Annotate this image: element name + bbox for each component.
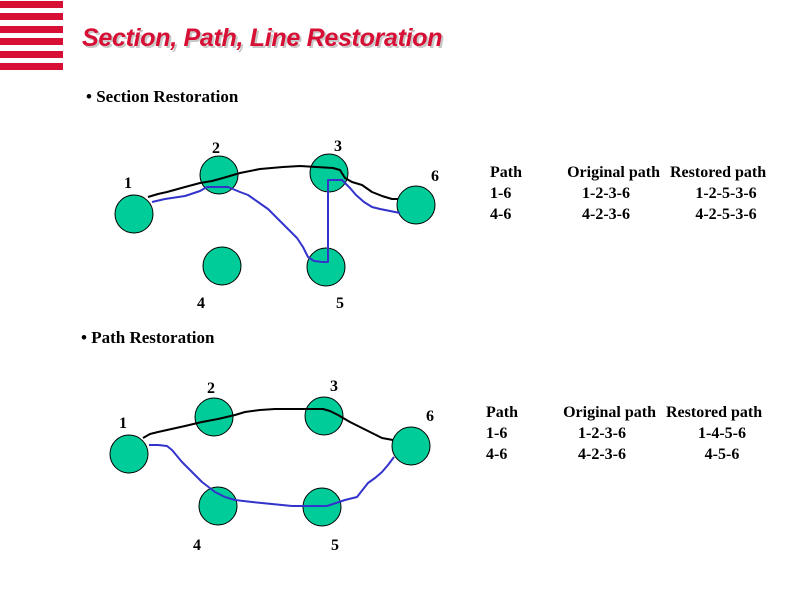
header-original-path: Original path: [563, 404, 656, 421]
header-original-path: Original path: [567, 164, 660, 181]
header-restored-path: Restored path: [666, 404, 763, 421]
original-path-line: [142, 408, 394, 441]
node-6: [396, 185, 436, 225]
table-row: 1-6 1-2-3-6 1-4-5-6: [486, 423, 778, 444]
table-row: 4-6 4-2-3-6 4-2-5-3-6: [490, 204, 782, 225]
slide-title: Section, Path, Line Restoration: [82, 24, 443, 52]
table-header-row: Path Original path Restored path: [486, 402, 778, 423]
node-4: [198, 486, 238, 526]
node-2: [194, 397, 234, 437]
table-row: 4-6 4-2-3-6 4-5-6: [486, 444, 778, 465]
cell-restored-path: 4-5-6: [704, 446, 740, 463]
node-label-3: 3: [334, 138, 342, 155]
stripe: [0, 63, 63, 70]
node-1: [114, 194, 154, 234]
cell-restored-path: 1-2-5-3-6: [695, 185, 757, 202]
cell-original-path: 4-2-3-6: [578, 446, 626, 463]
node-label-6: 6: [431, 168, 439, 185]
stripe: [0, 26, 63, 33]
stripe: [0, 1, 63, 8]
node-label-1: 1: [124, 175, 132, 192]
cell-path: 1-6: [486, 425, 508, 442]
path-restoration-table: Path Original path Restored path 1-6 1-2…: [486, 402, 778, 465]
header-path: Path: [486, 404, 518, 421]
node-2: [199, 155, 239, 195]
stripe: [0, 13, 63, 20]
node-label-6: 6: [426, 408, 434, 425]
section-restoration-table: Path Original path Restored path 1-6 1-2…: [490, 162, 782, 225]
node-label-1: 1: [119, 415, 127, 432]
cell-path: 1-6: [490, 185, 512, 202]
cell-restored-path: 1-4-5-6: [698, 425, 746, 442]
section-restoration-heading: • Section Restoration: [86, 87, 239, 106]
node-label-2: 2: [212, 140, 220, 157]
original-path-line: [147, 165, 398, 200]
section-restoration-diagram: 1 2 3 4 5 6: [114, 138, 439, 312]
cell-original-path: 1-2-3-6: [578, 425, 626, 442]
node-label-2: 2: [207, 380, 215, 397]
header-restored-path: Restored path: [670, 164, 767, 181]
cell-original-path: 1-2-3-6: [582, 185, 630, 202]
stripe: [0, 38, 63, 45]
node-1: [109, 434, 149, 474]
path-restoration-diagram: 1 2 3 4 5 6: [109, 378, 434, 554]
table-row: 1-6 1-2-3-6 1-2-5-3-6: [490, 183, 782, 204]
cell-restored-path: 4-2-5-3-6: [695, 206, 757, 223]
restored-path-line: [151, 179, 401, 263]
node-label-4: 4: [193, 537, 201, 554]
node-label-3: 3: [330, 378, 338, 395]
node-label-5: 5: [336, 295, 344, 312]
stripe: [0, 51, 63, 58]
cell-path: 4-6: [486, 446, 508, 463]
node-label-4: 4: [197, 295, 205, 312]
node-5: [306, 247, 346, 287]
header-path: Path: [490, 164, 522, 181]
node-4: [202, 246, 242, 286]
node-3: [304, 396, 344, 436]
cell-path: 4-6: [490, 206, 512, 223]
cell-original-path: 4-2-3-6: [582, 206, 630, 223]
node-6: [391, 426, 431, 466]
node-label-5: 5: [331, 537, 339, 554]
path-restoration-heading: • Path Restoration: [81, 328, 215, 347]
header-stripes-logo: [0, 0, 63, 72]
table-header-row: Path Original path Restored path: [490, 162, 782, 183]
restored-path-line: [149, 444, 395, 507]
